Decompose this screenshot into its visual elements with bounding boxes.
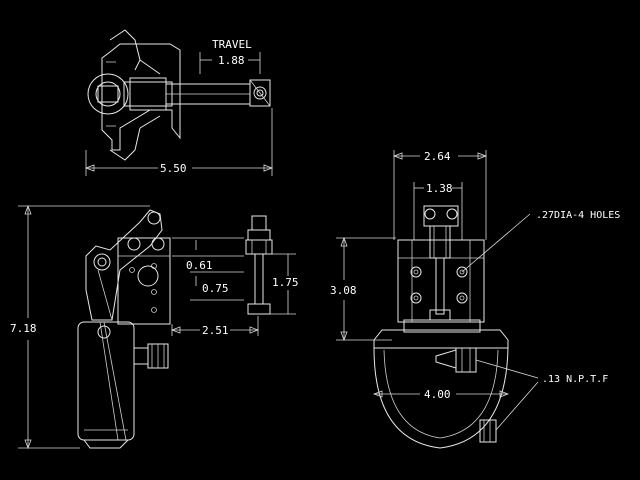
holes-note: .27DIA-4 HOLES	[536, 210, 620, 221]
dim-2-51: 2.51	[202, 324, 229, 337]
front-width-value: 2.64	[424, 150, 451, 163]
base-width-value: 4.00	[424, 388, 451, 401]
side-height-value: 7.18	[10, 322, 37, 335]
dim-1-75: 1.75	[272, 276, 299, 289]
port-note: .13 N.P.T.F	[542, 374, 608, 385]
top-width-value: 5.50	[160, 162, 187, 175]
dim-0-61: 0.61	[186, 259, 213, 272]
travel-value: 1.88	[218, 54, 245, 67]
front-height-value: 3.08	[330, 284, 357, 297]
front-view: 2.64 1.38 .27DIA-4 HOLES 3.08	[330, 150, 620, 449]
top-view: TRAVEL 1.88 5.50	[84, 29, 274, 176]
dim-0-75: 0.75	[202, 282, 229, 295]
travel-label: TRAVEL	[212, 38, 252, 51]
hole-spacing-value: 1.38	[426, 182, 453, 195]
side-view: 7.18	[10, 204, 299, 450]
